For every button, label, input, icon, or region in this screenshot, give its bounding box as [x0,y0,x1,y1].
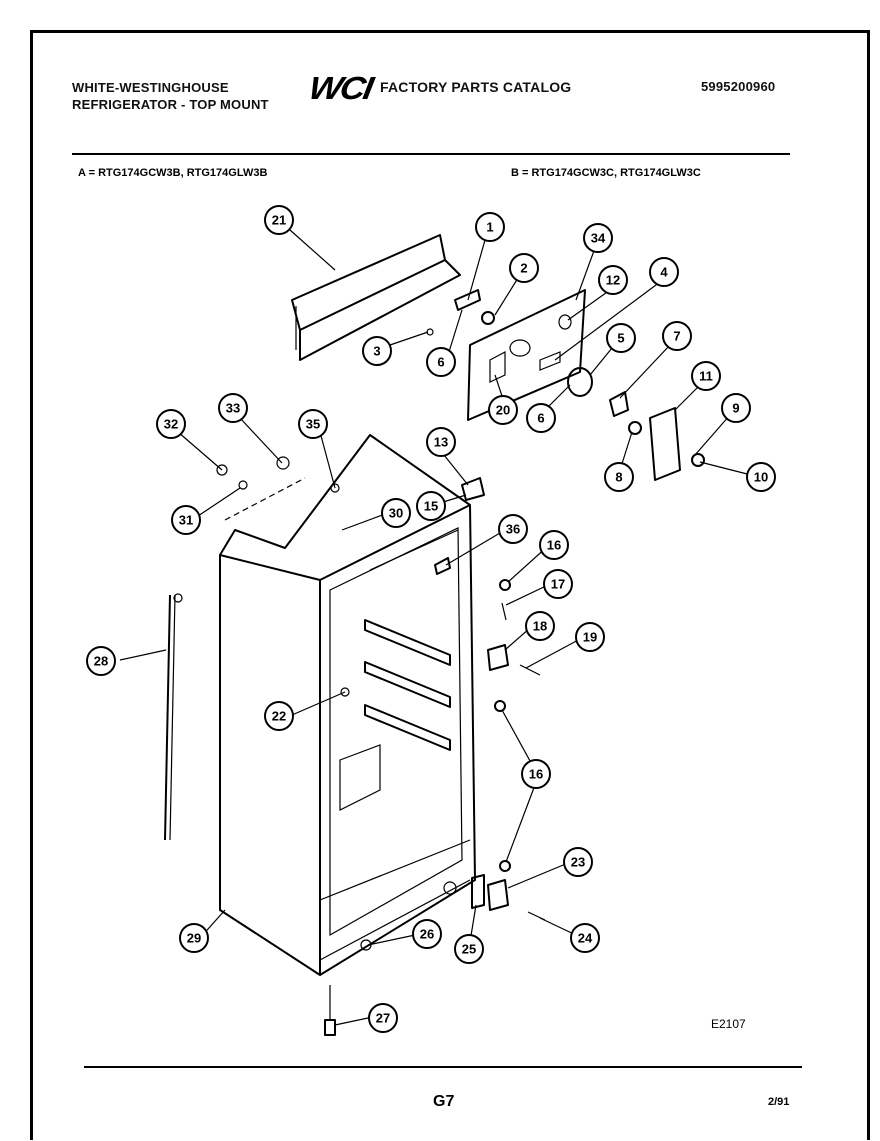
callout-31: 31 [171,505,201,535]
svg-text:19: 19 [583,630,597,645]
svg-text:20: 20 [496,403,510,418]
callout-36: 36 [498,514,528,544]
callout-11: 11 [691,361,721,391]
callout-2: 2 [509,253,539,283]
callout-17: 17 [543,569,573,599]
svg-text:34: 34 [591,231,606,246]
svg-text:22: 22 [272,709,286,724]
callout-28: 28 [86,646,116,676]
svg-text:16: 16 [547,538,561,553]
small-parts-top [426,289,705,481]
svg-text:33: 33 [226,401,240,416]
callout-16b: 16 [521,759,551,789]
footer-rule [84,1066,802,1068]
callout-3: 3 [362,336,392,366]
svg-text:15: 15 [424,499,438,514]
callout-30: 30 [381,498,411,528]
svg-text:3: 3 [373,344,380,359]
callout-18: 18 [525,611,555,641]
svg-text:12: 12 [606,273,620,288]
callout-8: 8 [604,462,634,492]
svg-text:32: 32 [164,417,178,432]
callout-6: 6 [426,347,456,377]
svg-text:9: 9 [732,401,739,416]
svg-text:25: 25 [462,942,476,957]
callout-27: 27 [368,1003,398,1033]
svg-text:10: 10 [754,470,768,485]
callout-20: 20 [488,395,518,425]
header-rule [72,153,790,155]
model-group-b: B = RTG174GCW3C, RTG174GLW3C [511,167,701,179]
callout-1: 1 [475,212,505,242]
top-panel-part [291,234,461,361]
svg-text:13: 13 [434,435,448,450]
svg-text:23: 23 [571,855,585,870]
svg-text:30: 30 [389,506,403,521]
callout-25: 25 [454,934,484,964]
svg-text:6: 6 [437,355,444,370]
svg-text:27: 27 [376,1011,390,1026]
svg-text:11: 11 [699,369,713,384]
svg-text:6: 6 [537,411,544,426]
svg-text:7: 7 [673,329,680,344]
callout-32: 32 [156,409,186,439]
figure-reference: E2107 [711,1017,746,1031]
callout-4: 4 [649,257,679,287]
callout-12: 12 [598,265,628,295]
svg-text:21: 21 [272,213,286,228]
leader-lines [119,229,756,1026]
callout-29: 29 [179,923,209,953]
callout-7: 7 [662,321,692,351]
callout-22: 22 [264,701,294,731]
brand-line-2: REFRIGERATOR - TOP MOUNT [72,97,269,112]
callout-15: 15 [416,491,446,521]
side-rod-part [164,593,183,841]
svg-text:1: 1 [486,220,493,235]
svg-text:31: 31 [179,513,193,528]
svg-text:26: 26 [420,927,434,942]
callout-9: 9 [721,393,751,423]
svg-text:2: 2 [520,261,527,276]
svg-text:18: 18 [533,619,547,634]
callout-5: 5 [606,323,636,353]
callout-10: 10 [746,462,776,492]
callout-13: 13 [426,427,456,457]
svg-text:24: 24 [578,931,593,946]
callout-16: 16 [539,530,569,560]
control-panel-part [467,289,586,421]
page-frame [30,30,870,1140]
svg-text:16: 16 [529,767,543,782]
callout-19: 19 [575,622,605,652]
catalog-number: 5995200960 [701,79,776,94]
catalog-title: FACTORY PARTS CATALOG [380,79,572,95]
small-parts-right [216,456,546,1036]
svg-text:29: 29 [187,931,201,946]
svg-text:28: 28 [94,654,108,669]
svg-text:17: 17 [551,577,565,592]
callout-21: 21 [264,205,294,235]
callout-33: 33 [218,393,248,423]
brand-line-1: WHITE-WESTINGHOUSE [72,80,229,95]
model-group-a: A = RTG174GCW3B, RTG174GLW3B [78,167,268,179]
cabinet-part [219,434,476,976]
catalog-date: 2/91 [768,1096,790,1108]
page-code: G7 [433,1093,455,1110]
callout-35: 35 [298,409,328,439]
callout-24: 24 [570,923,600,953]
svg-text:5: 5 [617,331,624,346]
callout-6b: 6 [526,403,556,433]
svg-text:8: 8 [615,470,622,485]
svg-text:36: 36 [506,522,520,537]
callout-34: 34 [583,223,613,253]
svg-text:35: 35 [306,417,320,432]
callout-26: 26 [412,919,442,949]
callout-23: 23 [563,847,593,877]
svg-text:4: 4 [660,265,668,280]
